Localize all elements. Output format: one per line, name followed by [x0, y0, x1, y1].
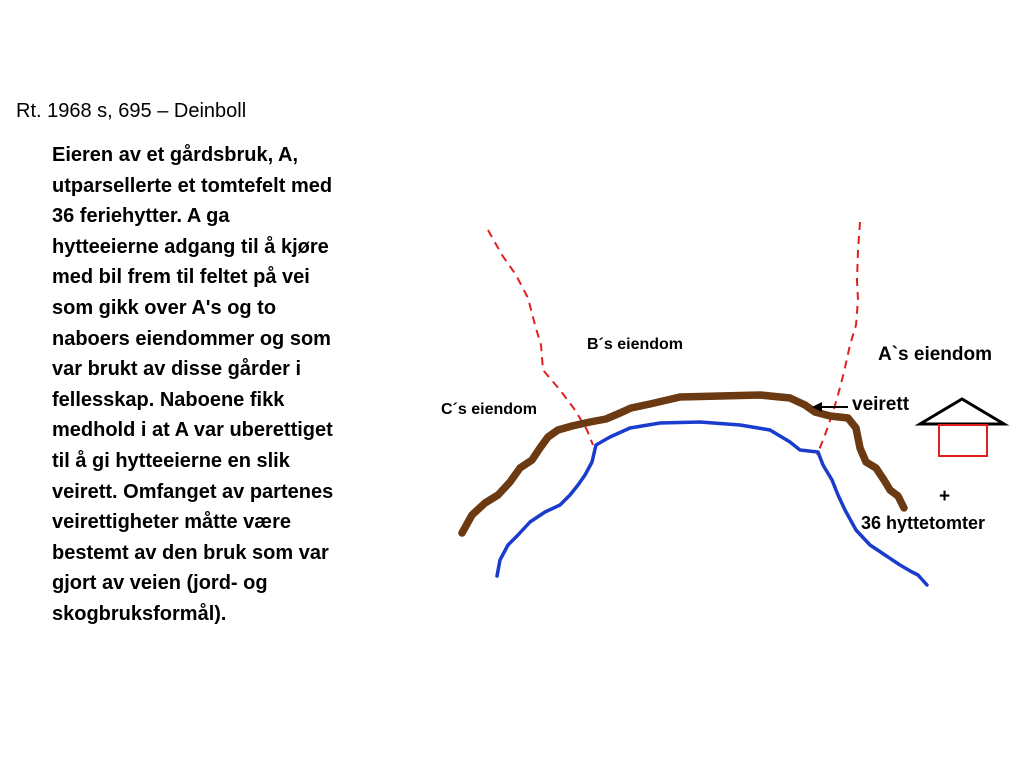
description-line: fellesskap. Naboene fikk: [52, 388, 285, 411]
description-line: medhold i at A var uberettiget: [52, 419, 333, 442]
description-line: naboers eiendommer og som: [52, 327, 331, 350]
description-line: 36 feriehytter. A ga: [52, 205, 230, 228]
description-line: hytteeierne adgang til å kjøre: [52, 235, 329, 258]
boundary-right-line: [816, 221, 861, 456]
arrow-left-icon: [812, 402, 848, 412]
description-line: veirett. Omfanget av partenes: [52, 480, 334, 503]
house-icon: [914, 397, 1010, 457]
description-line: til å gi hytteeierne en slik: [52, 449, 290, 472]
description-line: veirettigheter måtte være: [52, 511, 291, 534]
property-c-label: C´s eiendom: [441, 401, 538, 418]
property-a-label: A`s eiendom: [878, 344, 993, 365]
case-description: Eieren av et gårdsbruk, A, utparsellerte …: [52, 140, 420, 630]
boundary-left-line: [487, 229, 594, 446]
plus-label: +: [939, 486, 951, 507]
river-line: [495, 420, 929, 587]
description-line: bestemt av den bruk som var: [52, 541, 329, 564]
cabin-plots-label: 36 hyttetomter: [861, 513, 986, 533]
description-line: utparsellerte et tomtefelt med: [52, 174, 333, 197]
description-line: var brukt av disse gårder i: [52, 358, 302, 381]
description-line: gjort av veien (jord- og: [52, 572, 268, 595]
road-line: [458, 391, 908, 537]
description-line: skogbruksformål).: [52, 602, 227, 625]
description-line: Eieren av et gårdsbruk, A,: [52, 144, 299, 166]
description-line: som gikk over A's og to: [52, 296, 277, 319]
description-line: med bil frem til feltet på vei: [52, 266, 310, 289]
right-of-way-label: veirett: [852, 394, 910, 415]
property-b-label: B´s eiendom: [587, 336, 684, 353]
case-title: Rt. 1968 s, 695 – Deinboll: [16, 100, 247, 122]
